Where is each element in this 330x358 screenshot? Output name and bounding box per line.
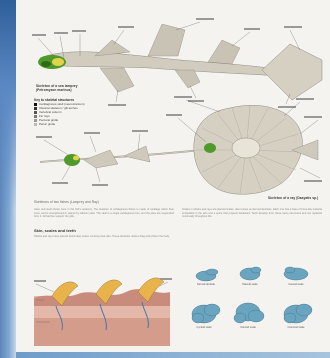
legend-label: Pelvic girdle: [39, 122, 55, 126]
bottom-illustration-caption: Skeleton of a ray (Dasyatis sp.): [268, 196, 328, 200]
section-heading: Skin, scales and teeth: [34, 228, 76, 233]
scale-label: Cosmoid scale: [283, 326, 309, 329]
skeleton-legend: Key to skeletal structures Cartilaginous…: [34, 98, 114, 126]
legend-swatch: [34, 115, 37, 118]
scale-label: Placoid scale: [237, 283, 263, 286]
scale-label: Dermal denticle: [193, 283, 219, 286]
skin-cross-section: [34, 278, 172, 346]
body-text-right: Scales in sharks and rays are placoid sc…: [182, 208, 322, 256]
figure-caption: Skeletons of two fishes (Lamprey and Ray…: [34, 200, 184, 204]
scale-label: Cycloid scale: [191, 326, 217, 329]
scale-types: [192, 267, 312, 323]
legend-swatch: [34, 119, 37, 122]
scale-label: Ctenoid scale: [235, 326, 261, 329]
body-text-lower-left: Sharks and rays have placoid (tooth-like…: [34, 235, 174, 249]
legend-swatch: [34, 103, 37, 106]
legend-swatch: [34, 123, 37, 126]
legend-item: Pelvic girdle: [34, 122, 114, 126]
scale-label: Ganoid scale: [283, 283, 309, 286]
legend-swatch: [34, 107, 37, 110]
lamprey-skeleton: [32, 18, 322, 108]
top-illustration-caption: Skeleton of a sea lamprey (Petromyzon ma…: [36, 84, 96, 92]
legend-swatch: [34, 111, 37, 114]
body-text-left: Jaws and skull shown here in the fish's …: [34, 208, 174, 226]
page-footer-strip: [16, 352, 330, 358]
